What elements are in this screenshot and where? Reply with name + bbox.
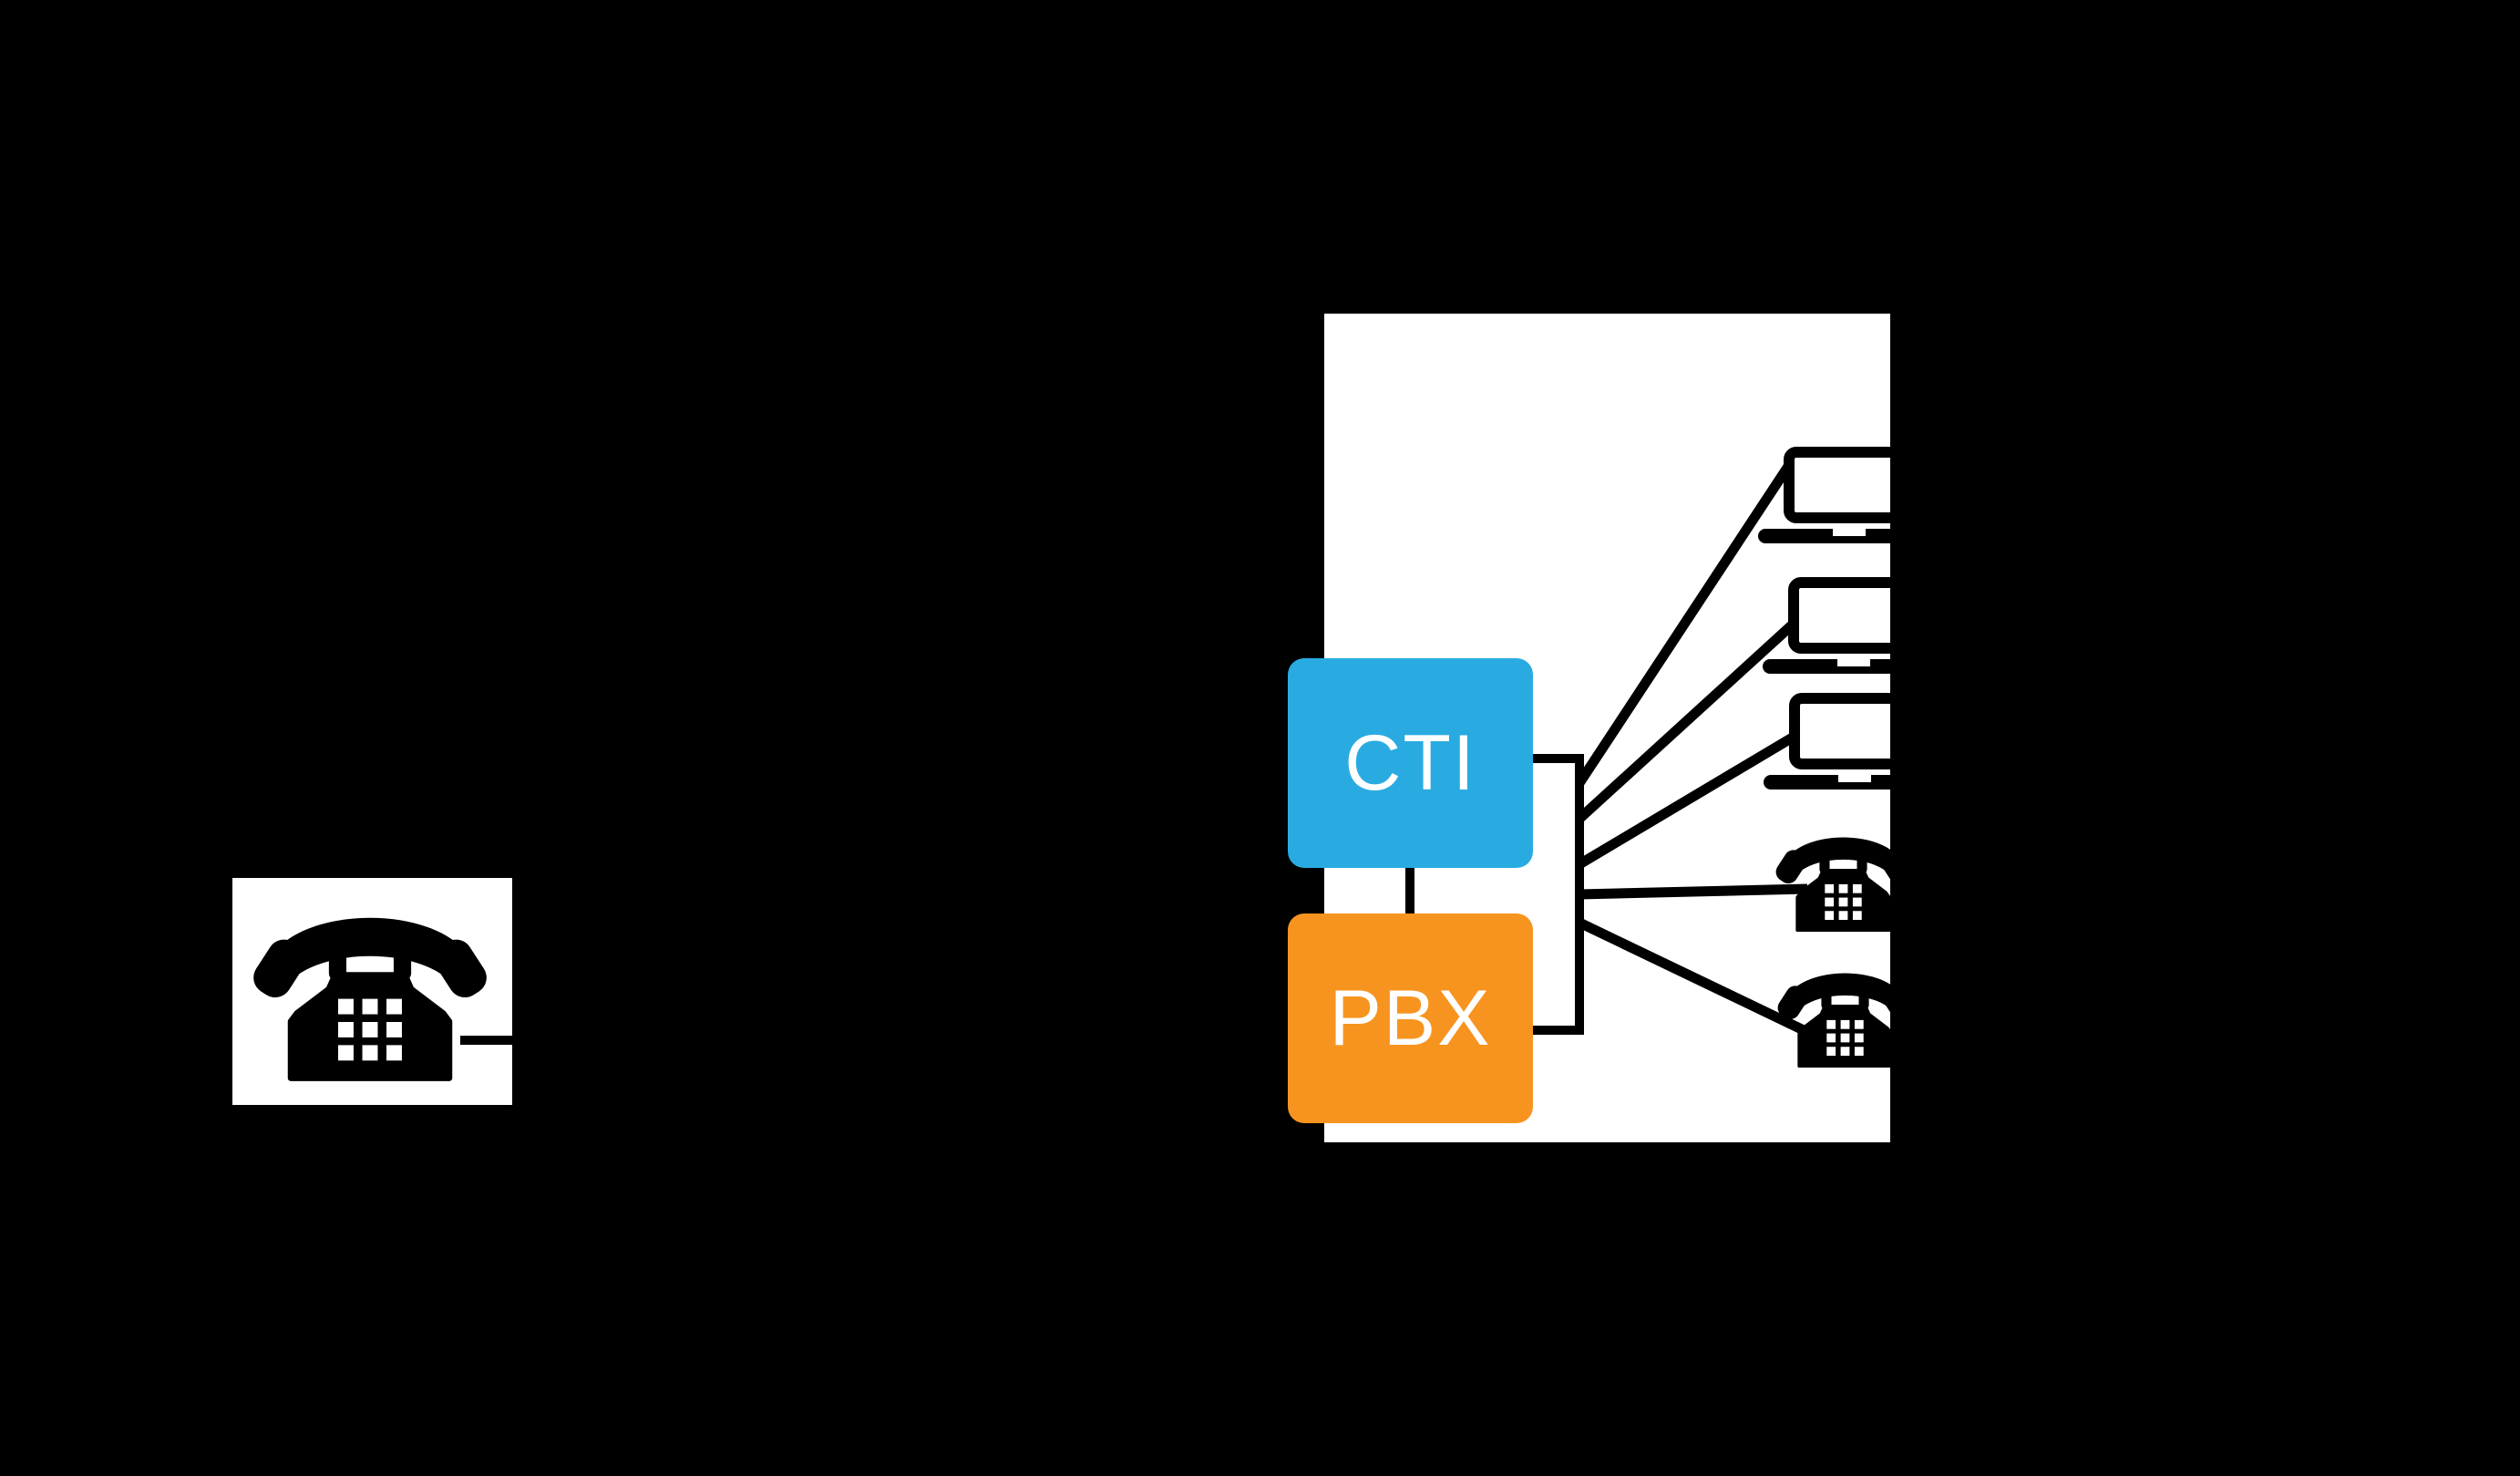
- laptop-icon: [1758, 447, 1890, 543]
- connection-wires: [1405, 459, 1808, 1036]
- caller-box: [232, 878, 512, 1105]
- cti-node: CTI: [1288, 658, 1533, 868]
- system-panel: [1324, 314, 1890, 1142]
- telephone-icon: [253, 917, 487, 1081]
- pbx-node: PBX: [1288, 913, 1533, 1123]
- laptop-icon: [1763, 577, 1890, 674]
- cti-label: CTI: [1344, 719, 1476, 807]
- telephone-icon: [1777, 973, 1890, 1068]
- telephone-icon: [1775, 837, 1890, 933]
- pbx-label: PBX: [1329, 975, 1492, 1062]
- laptop-icon: [1764, 693, 1890, 790]
- trunk-line: [460, 1036, 1288, 1045]
